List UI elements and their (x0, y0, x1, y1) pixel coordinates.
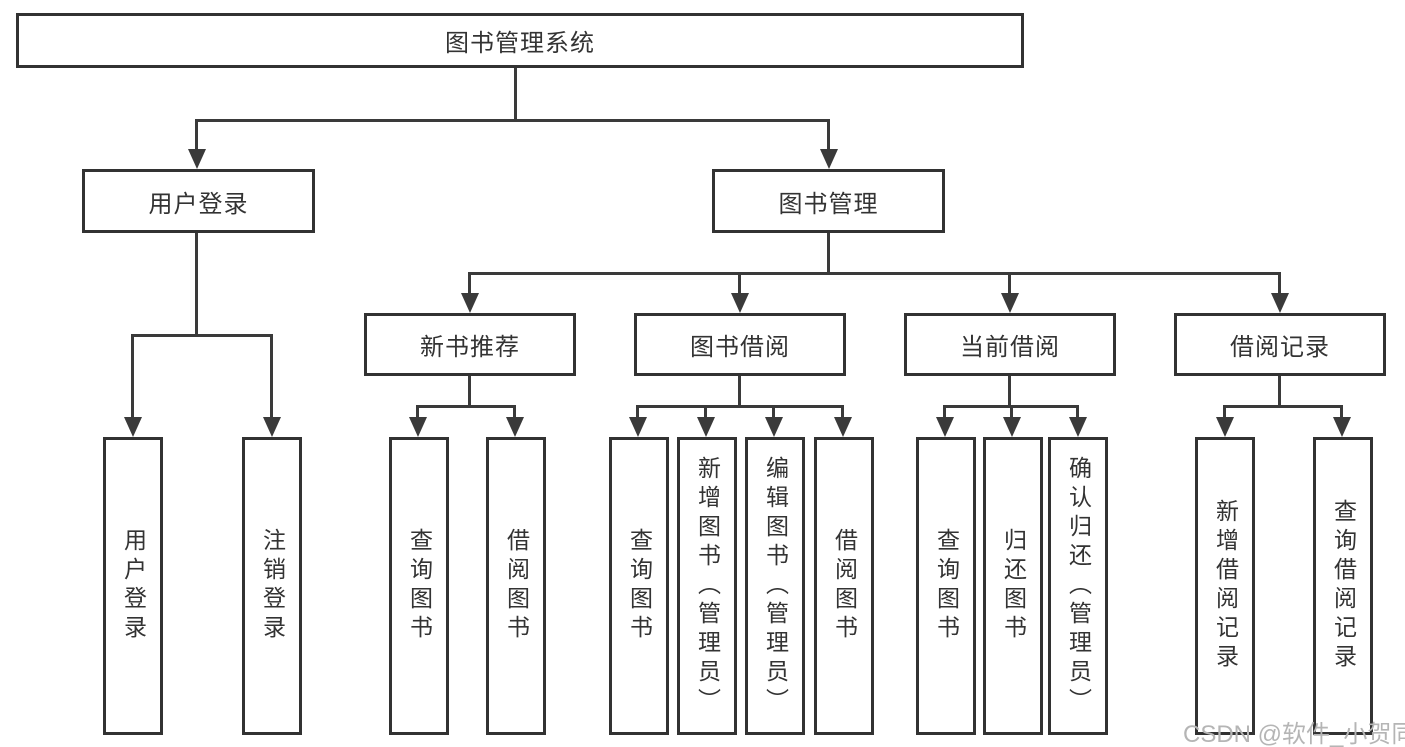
node-label: 图书借阅 (690, 334, 790, 361)
arrowhead-icon (936, 417, 954, 437)
node-label: 用户登录 (120, 528, 147, 644)
connector-line (270, 334, 273, 421)
node-label: 查询借阅记录 (1330, 499, 1357, 673)
arrowhead-icon (820, 149, 838, 169)
arrowhead-icon (124, 417, 142, 437)
arrowhead-icon (765, 417, 783, 437)
node-logout: 注销登录 (242, 437, 302, 735)
node-library-management-system: 图书管理系统 (16, 13, 1024, 68)
node-label: 借阅记录 (1230, 334, 1330, 361)
connector-line (772, 405, 775, 421)
node-query-books-current: 查询图书 (916, 437, 976, 735)
arrowhead-icon (1001, 293, 1019, 313)
node-label: 当前借阅 (960, 334, 1060, 361)
node-label: 查询图书 (626, 528, 653, 644)
connector-line (513, 405, 516, 421)
node-user-login-leaf: 用户登录 (103, 437, 163, 735)
node-borrow-books-borrowing: 借阅图书 (814, 437, 874, 735)
node-query-books-recommend: 查询图书 (389, 437, 449, 735)
connector-line (1008, 376, 1011, 408)
arrowhead-icon (731, 293, 749, 313)
arrowhead-icon (409, 417, 427, 437)
node-label: 新书推荐 (420, 334, 520, 361)
node-label: 借阅图书 (831, 528, 858, 644)
connector-line (514, 68, 517, 122)
node-add-borrow-record: 新增借阅记录 (1195, 437, 1255, 735)
node-label: 注销登录 (259, 528, 286, 644)
connector-line (468, 272, 471, 296)
connector-line (195, 119, 830, 122)
connector-line (636, 405, 639, 421)
connector-line (1223, 405, 1343, 408)
arrowhead-icon (697, 417, 715, 437)
node-query-borrow-record: 查询借阅记录 (1313, 437, 1373, 735)
node-label: 确认归还（管理员） (1065, 455, 1092, 717)
connector-line (1278, 272, 1281, 296)
connector-line (827, 233, 830, 275)
connector-line (416, 405, 516, 408)
connector-line (1340, 405, 1343, 421)
node-label: 图书管理 (778, 190, 879, 218)
connector-line (1008, 272, 1011, 296)
arrowhead-icon (1216, 417, 1234, 437)
connector-line (195, 233, 198, 337)
connector-line (195, 119, 198, 152)
node-borrow-books-recommend: 借阅图书 (486, 437, 546, 735)
node-label: 借阅图书 (503, 528, 530, 644)
node-return-books: 归还图书 (983, 437, 1043, 735)
arrowhead-icon (188, 149, 206, 169)
arrowhead-icon (506, 417, 524, 437)
node-add-books-admin: 新增图书（管理员） (677, 437, 737, 735)
arrowhead-icon (263, 417, 281, 437)
connector-line (1076, 405, 1079, 421)
connector-line (738, 272, 741, 296)
connector-line (1223, 405, 1226, 421)
node-label: 查询图书 (406, 528, 433, 644)
node-label: 编辑图书（管理员） (762, 455, 789, 717)
connector-line (841, 405, 844, 421)
connector-line (468, 376, 471, 408)
csdn-watermark: CSDN @软件_小贺同学 (1183, 721, 1405, 747)
arrowhead-icon (1003, 417, 1021, 437)
connector-line (131, 334, 134, 421)
connector-line (131, 334, 273, 337)
node-label: 新增图书（管理员） (694, 455, 721, 717)
connector-line (943, 405, 946, 421)
node-new-book-recommendation: 新书推荐 (364, 313, 576, 376)
node-edit-books-admin: 编辑图书（管理员） (745, 437, 805, 735)
arrowhead-icon (629, 417, 647, 437)
connector-line (738, 376, 741, 408)
arrowhead-icon (834, 417, 852, 437)
node-label: 查询图书 (933, 528, 960, 644)
node-query-books-borrowing: 查询图书 (609, 437, 669, 735)
node-label: 归还图书 (1000, 528, 1027, 644)
node-confirm-return-admin: 确认归还（管理员） (1048, 437, 1108, 735)
connector-line (468, 272, 1281, 275)
node-book-borrowing: 图书借阅 (634, 313, 846, 376)
connector-line (416, 405, 419, 421)
node-label: 图书管理系统 (445, 30, 595, 57)
arrowhead-icon (461, 293, 479, 313)
node-user-login-branch: 用户登录 (82, 169, 315, 233)
node-label: 新增借阅记录 (1212, 499, 1239, 673)
arrowhead-icon (1271, 293, 1289, 313)
connector-line (827, 119, 830, 152)
connector-line (636, 405, 844, 408)
node-borrowing-records: 借阅记录 (1174, 313, 1386, 376)
node-book-management-branch: 图书管理 (712, 169, 945, 233)
arrowhead-icon (1069, 417, 1087, 437)
connector-line (1278, 376, 1281, 408)
node-current-borrowing: 当前借阅 (904, 313, 1116, 376)
connector-line (704, 405, 707, 421)
connector-line (1010, 405, 1013, 421)
node-label: 用户登录 (148, 190, 249, 218)
arrowhead-icon (1333, 417, 1351, 437)
